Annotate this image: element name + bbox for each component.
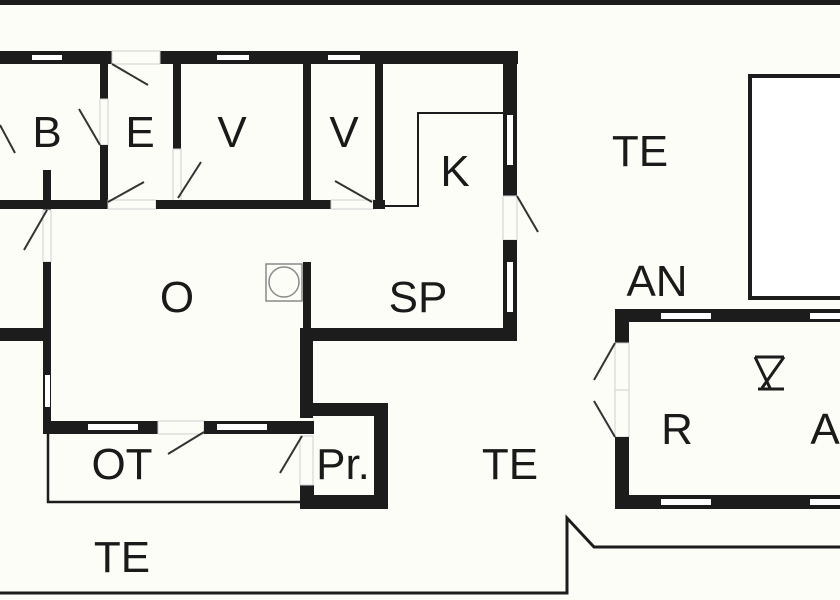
- wall-e-v: [173, 64, 181, 149]
- door-swing: [334, 180, 373, 203]
- window: [507, 262, 513, 312]
- stove-icon: [265, 263, 303, 302]
- room-label-te-top: TE: [611, 127, 669, 176]
- room-label-r: R: [661, 405, 693, 454]
- door-swing: [593, 342, 616, 381]
- room-label-te-mid: TE: [481, 440, 539, 489]
- door-swing: [177, 161, 202, 199]
- door-swing: [107, 181, 145, 203]
- window: [32, 55, 62, 60]
- wall-v-k: [375, 64, 383, 206]
- triangle-marker-icon: [753, 355, 786, 391]
- window: [217, 424, 267, 430]
- wall-mid-center: [156, 200, 331, 209]
- room-label-te-bottom: TE: [93, 533, 151, 582]
- door-swing: [0, 124, 16, 154]
- door-opening: [42, 209, 52, 263]
- room-label-sp: SP: [388, 273, 448, 322]
- door-swing: [23, 209, 48, 251]
- room-label-v2: V: [329, 108, 359, 157]
- room-label-e: E: [125, 108, 155, 157]
- door-swing: [78, 108, 101, 146]
- window: [810, 499, 840, 505]
- room-label-ot: OT: [91, 440, 153, 489]
- outbuilding: [748, 74, 840, 300]
- wall-b-e-lower: [100, 145, 108, 207]
- wall-o-east: [300, 328, 313, 418]
- ot-outline: [46, 434, 302, 504]
- window: [507, 115, 513, 165]
- top-border-line: [0, 0, 840, 5]
- wall-mid-left: [0, 200, 108, 209]
- door-opening: [299, 435, 314, 486]
- room-label-v1: V: [217, 108, 247, 157]
- window: [810, 313, 840, 319]
- wall-pr-west-stub: [300, 485, 314, 509]
- door-swing: [593, 400, 616, 438]
- wall-sp-south: [300, 328, 517, 341]
- room-label-o: O: [159, 273, 195, 322]
- room-label-pr: Pr.: [316, 440, 370, 489]
- wall-pr-east: [374, 403, 388, 509]
- wall-b-e: [100, 64, 108, 99]
- wall-west-stub: [0, 328, 51, 341]
- wall-sauna-north: [615, 309, 840, 322]
- wall-b-stub: [43, 170, 51, 210]
- wall-sauna-west-bottom: [615, 437, 629, 509]
- wall-sauna-south: [615, 495, 840, 509]
- window: [217, 55, 249, 60]
- door-swing: [111, 63, 149, 86]
- window: [328, 55, 360, 60]
- door-opening: [330, 199, 376, 210]
- door-swing: [167, 431, 205, 455]
- wall-o-west: [43, 262, 51, 434]
- kitchen-counter-outline: [383, 112, 503, 207]
- wall-o-sp: [303, 262, 311, 332]
- door-opening: [107, 199, 157, 210]
- room-label-a: A: [810, 405, 840, 454]
- room-label-b: B: [32, 108, 62, 157]
- door-swing: [279, 435, 303, 474]
- window: [45, 375, 50, 407]
- wall-mid-right: [373, 200, 385, 209]
- window: [661, 499, 711, 505]
- door-opening: [99, 98, 109, 146]
- site-boundary: [0, 514, 840, 595]
- wall-pr-top: [300, 403, 388, 416]
- room-label-k: K: [440, 147, 470, 196]
- window: [661, 313, 711, 319]
- wall-pr-south: [300, 495, 388, 509]
- door-opening: [502, 195, 518, 241]
- wall-v-v: [303, 64, 311, 206]
- room-label-an: AN: [626, 257, 688, 306]
- door-opening: [157, 420, 205, 435]
- window: [88, 424, 138, 430]
- door-opening: [172, 148, 182, 202]
- wall-sauna-west-top: [615, 309, 629, 343]
- entry-opening: [111, 50, 161, 65]
- door-swing: [516, 195, 539, 233]
